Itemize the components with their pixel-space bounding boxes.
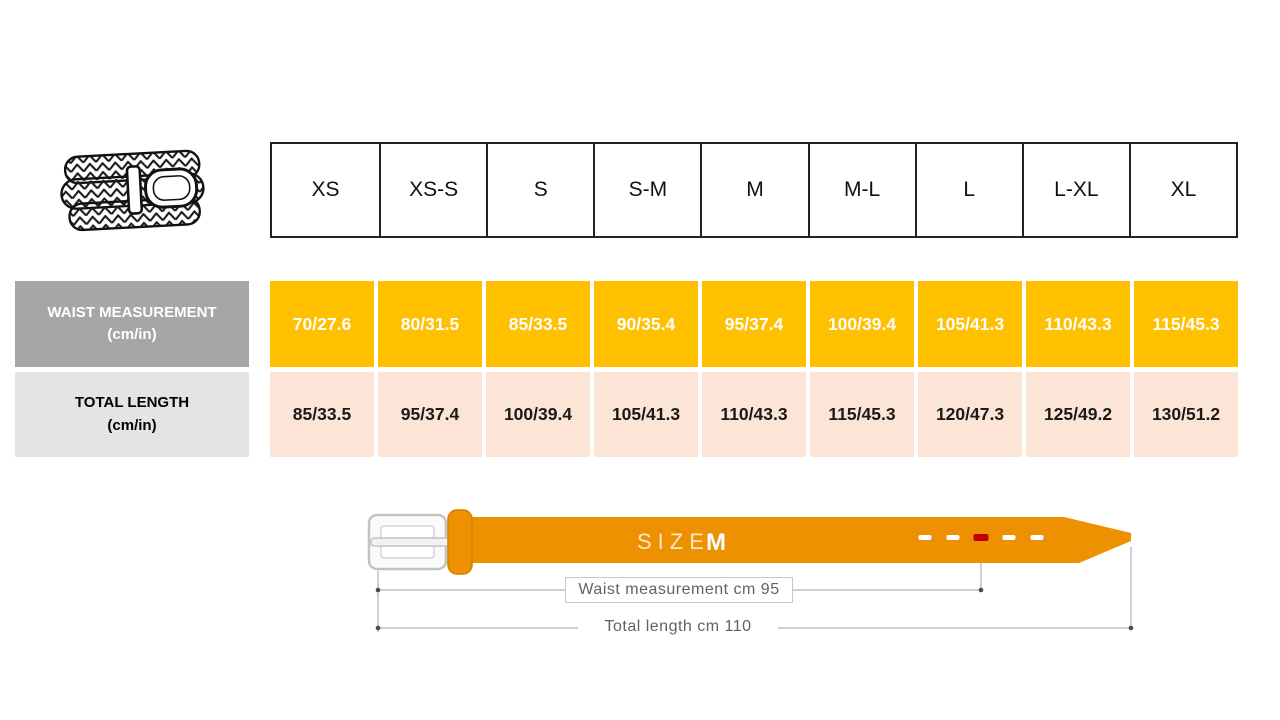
size-header-xs-s: XS-S xyxy=(379,144,487,236)
length-value: 110/43.3 xyxy=(702,372,806,457)
waist-value: 105/41.3 xyxy=(918,281,1022,367)
length-value: 95/37.4 xyxy=(378,372,482,457)
waist-value: 80/31.5 xyxy=(378,281,482,367)
length-value: 105/41.3 xyxy=(594,372,698,457)
size-value: M xyxy=(706,529,726,556)
waist-measurement-row-label: WAIST MEASUREMENT (cm/in) xyxy=(15,281,249,367)
waist-value: 85/33.5 xyxy=(486,281,590,367)
waist-value: 70/27.6 xyxy=(270,281,374,367)
belt-buckle-icon xyxy=(367,513,452,571)
illustration-keeper xyxy=(125,165,144,215)
size-header-l: L xyxy=(914,144,1022,236)
braided-belt-svg xyxy=(60,149,205,232)
size-header-xs: XS xyxy=(272,144,380,236)
dimension-end-markers xyxy=(375,587,1134,631)
length-label-unit: (cm/in) xyxy=(107,416,157,434)
waist-value: 95/37.4 xyxy=(702,281,806,367)
total-length-callout: Total length cm 110 xyxy=(578,615,778,639)
waist-measurement-callout: Waist measurement cm 95 xyxy=(565,577,793,603)
length-value: 125/49.2 xyxy=(1026,372,1130,457)
total-length-row-label: TOTAL LENGTH (cm/in) xyxy=(15,372,249,457)
waist-value: 115/45.3 xyxy=(1134,281,1238,367)
waist-measurement-values-row: 70/27.6 80/31.5 85/33.5 90/35.4 95/37.4 … xyxy=(270,281,1238,367)
size-header-m-l: M-L xyxy=(807,144,915,236)
length-label-text: TOTAL LENGTH xyxy=(74,394,190,411)
size-header-row: XS XS-S S S-M M M-L L L-XL XL xyxy=(270,142,1238,238)
belt-strap xyxy=(452,517,1131,563)
size-header-s-m: S-M xyxy=(593,144,701,236)
length-value: 120/47.3 xyxy=(918,372,1022,457)
length-value: 130/51.2 xyxy=(1134,372,1238,457)
waist-value: 110/43.3 xyxy=(1026,281,1130,367)
waist-value: 100/39.4 xyxy=(810,281,914,367)
belt-measurement-diagram: SIZE M xyxy=(367,509,1134,632)
size-header-l-xl: L-XL xyxy=(1021,144,1129,236)
size-word: SIZE xyxy=(637,529,710,554)
buckle-prong xyxy=(370,537,452,547)
size-header-xl: XL xyxy=(1128,144,1236,236)
total-length-values-row: 85/33.5 95/37.4 100/39.4 105/41.3 110/43… xyxy=(270,372,1238,457)
size-header-m: M xyxy=(700,144,808,236)
belt-keeper-icon xyxy=(447,509,473,575)
waist-label-text: WAIST MEASUREMENT xyxy=(47,303,217,321)
waist-label-unit: (cm/in) xyxy=(107,326,157,343)
waist-value: 90/35.4 xyxy=(594,281,698,367)
selected-belt-hole xyxy=(973,534,989,541)
length-value: 100/39.4 xyxy=(486,372,590,457)
coiled-braided-belt-icon xyxy=(58,143,208,241)
belt-holes-icon xyxy=(918,534,1044,541)
length-value: 85/33.5 xyxy=(270,372,374,457)
size-header-s: S xyxy=(486,144,594,236)
length-value: 115/45.3 xyxy=(810,372,914,457)
